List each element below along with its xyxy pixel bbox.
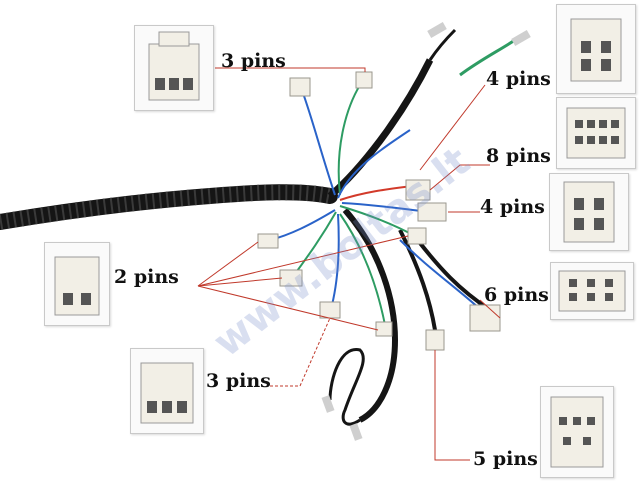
pointer-lines	[197, 67, 501, 461]
label-3-pins-top: 3 pins	[221, 50, 286, 72]
inset-3pin-top	[134, 25, 214, 111]
label-3-pins-bottom: 3 pins	[206, 370, 271, 392]
label-4-pins-mid: 4 pins	[480, 196, 545, 218]
lower-trunk	[342, 208, 399, 423]
inset-4pin-mid	[549, 173, 629, 251]
connector-2pin-mid	[279, 269, 303, 287]
connector-3pin-top	[289, 77, 311, 97]
inset-2pin	[44, 242, 110, 326]
connector-3pin-bottom	[319, 301, 341, 319]
inset-4pin-top	[556, 4, 636, 94]
connector-small-bottom	[375, 321, 393, 337]
connector-small-top	[355, 71, 373, 89]
inset-8pin	[556, 97, 636, 169]
connector-2pin-right	[407, 227, 427, 245]
label-2-pins: 2 pins	[114, 266, 179, 288]
connectors	[257, 71, 501, 351]
inset-6pin	[550, 262, 634, 320]
label-6-pins: 6 pins	[484, 284, 549, 306]
connector-5pin	[425, 329, 445, 351]
label-8-pins: 8 pins	[486, 145, 551, 167]
connector-4pin	[417, 202, 447, 222]
inset-3pin-bottom	[130, 348, 204, 434]
upper-trunk	[327, 58, 434, 199]
inset-5pin	[540, 386, 614, 478]
connector-8pin	[405, 179, 431, 201]
label-4-pins-top: 4 pins	[486, 68, 551, 90]
label-5-pins: 5 pins	[473, 448, 538, 470]
connector-6pin	[469, 304, 501, 332]
connector-2pin-left	[257, 233, 279, 249]
